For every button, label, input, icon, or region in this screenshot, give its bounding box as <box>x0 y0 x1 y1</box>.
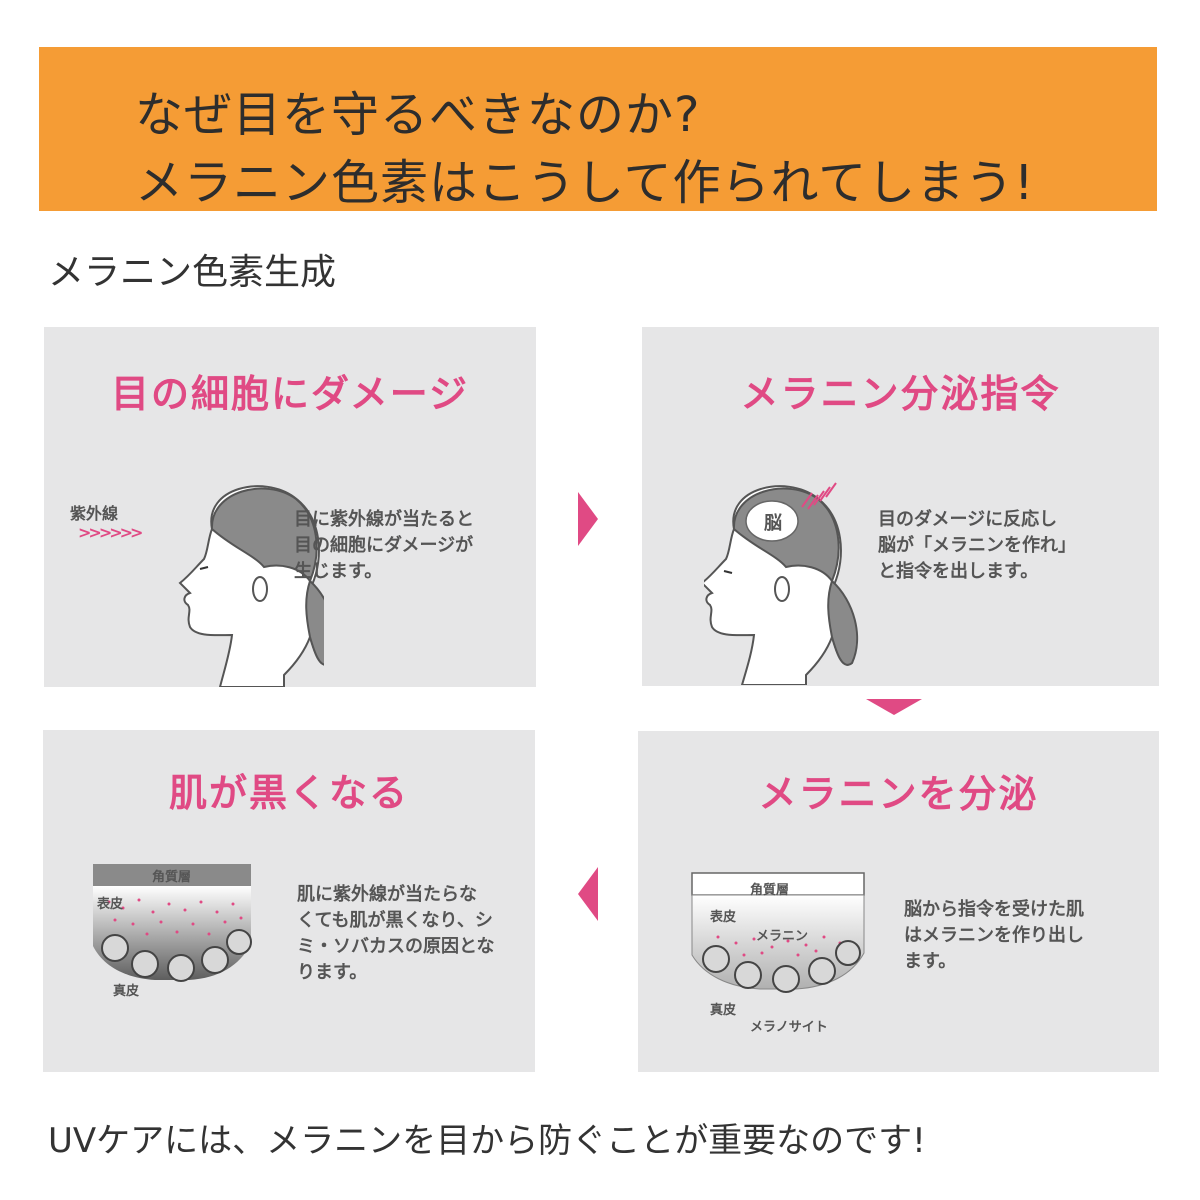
step-title: 肌が黒くなる <box>168 771 409 815</box>
dermis-label: 真皮 <box>710 1003 737 1018</box>
step-description: 脳から指令を受けた肌 はメラニンを作り出し ます。 <box>904 899 1084 972</box>
dermis-label: 真皮 <box>113 984 140 999</box>
brain-label: 脳 <box>764 513 782 534</box>
step-title: 目の細胞にダメージ <box>110 372 470 416</box>
step-description: 目のダメージに反応し 脳が「メラニンを作れ」 と指令を出します。 <box>878 509 1076 582</box>
step-panel-skin-darkens: 肌が黒くなる 角質層 表皮 真皮 肌に紫外線が当たらな くても肌が黒くなり、シ … <box>43 730 535 1072</box>
step-panel-melanin-command: メラニン分泌指令 脳 目のダメージに反応し 脳が「メラニンを作れ」 と指令を出し… <box>642 327 1159 686</box>
step-panel-melanin-secretion: メラニンを分泌 角質層 表皮 メラニン 真皮 メラノサイト 脳から指令を受けた肌… <box>638 731 1159 1072</box>
step-title: メラニン分泌指令 <box>740 372 1061 416</box>
uv-label: 紫外線 <box>70 504 119 523</box>
epidermis-label: 表皮 <box>97 897 124 912</box>
arrow-right-icon <box>578 492 598 546</box>
header-title-line2: メラニン色素はこうして作られてしまう! <box>135 155 1035 211</box>
uv-arrows: >>>>>> <box>78 523 143 542</box>
head-profile-illustration <box>178 485 324 687</box>
footer-message: UVケアには、メラニンを目から防ぐことが重要なのです! <box>48 1121 926 1161</box>
step-description: 肌に紫外線が当たらな くても肌が黒くなり、シ ミ・ソバカスの原因とな ります。 <box>297 884 495 983</box>
header-banner: なぜ目を守るべきなのか? メラニン色素はこうして作られてしまう! <box>39 47 1157 211</box>
step-title: メラニンを分泌 <box>758 772 1039 816</box>
stratum-label: 角質層 <box>750 883 790 898</box>
melanocyte-label: メラノサイト <box>750 1020 828 1035</box>
header-title-line1: なぜ目を守るべきなのか? <box>135 87 701 143</box>
section-title: メラニン色素生成 <box>48 252 337 293</box>
arrow-left-icon <box>578 867 598 921</box>
skin-layer-melanin-illustration <box>691 872 865 993</box>
epidermis-label: 表皮 <box>710 910 737 925</box>
melanin-label: メラニン <box>756 929 809 944</box>
skin-layer-darkened-illustration <box>93 864 252 982</box>
arrow-down-icon <box>866 699 922 715</box>
step-description: 目に紫外線が当たると 目の細胞にダメージが 生じます。 <box>294 509 474 582</box>
stratum-label: 角質層 <box>152 870 192 885</box>
step-panel-eye-damage: 目の細胞にダメージ 紫外線 >>>>>> 目に紫外線が当たると 目の細胞にダメー… <box>44 327 536 687</box>
head-brain-illustration <box>704 482 859 685</box>
